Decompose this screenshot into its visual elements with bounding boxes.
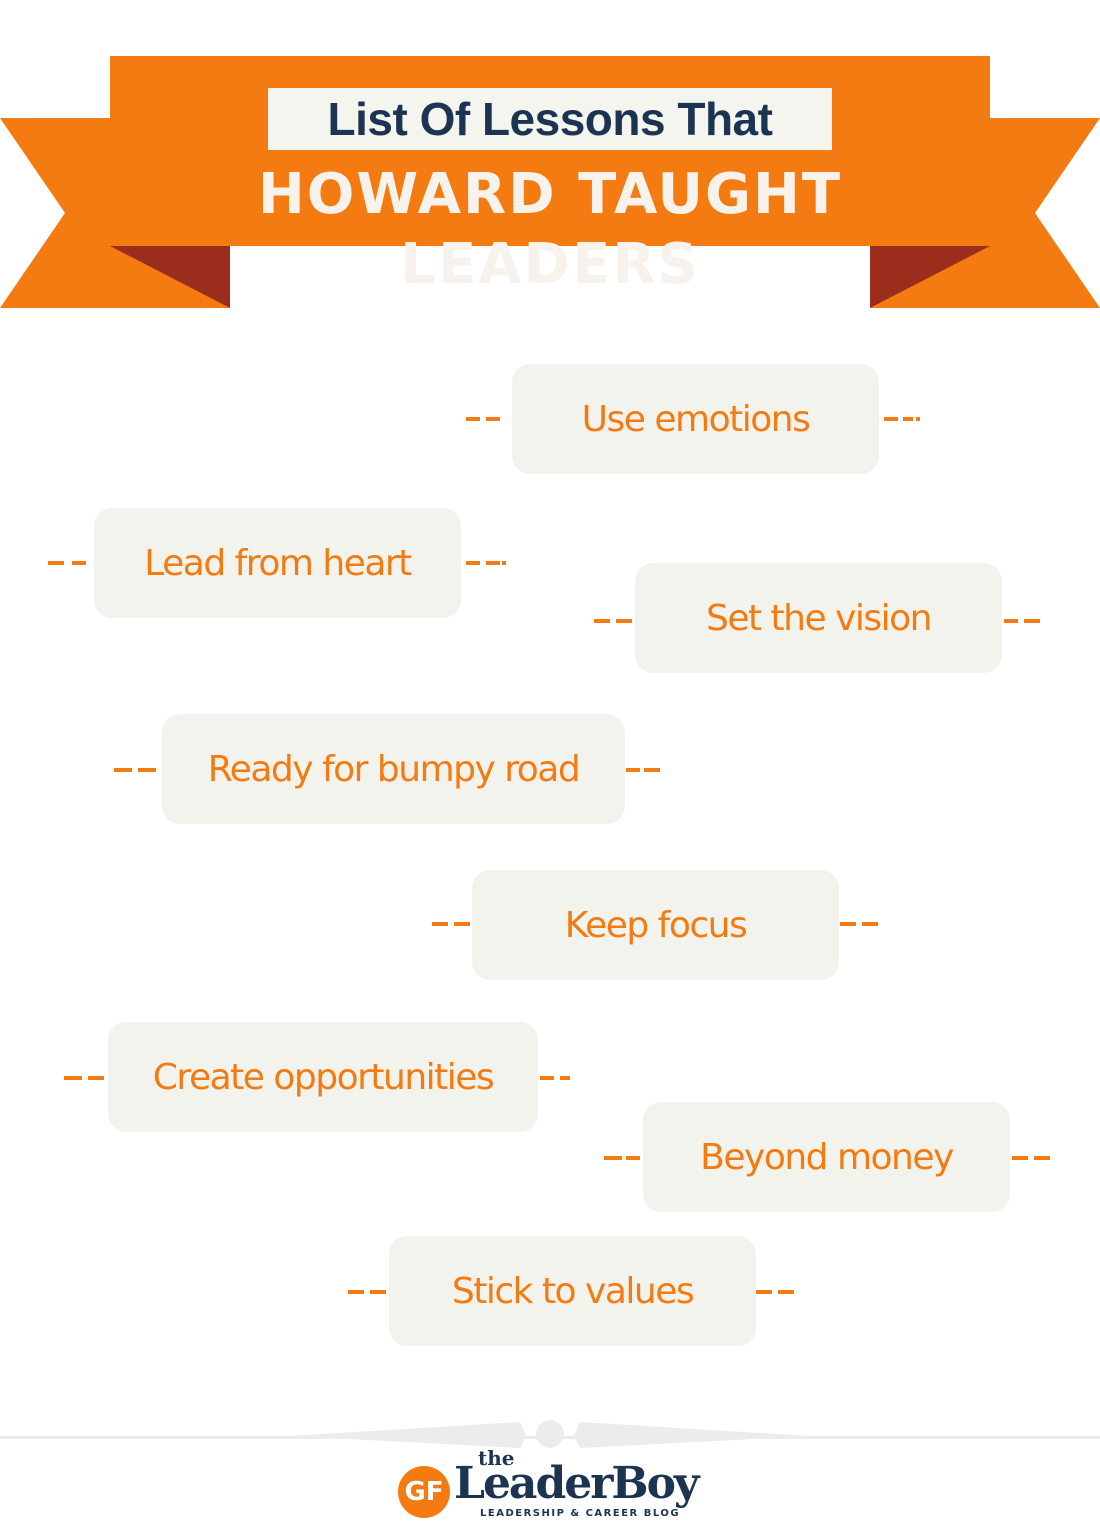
dash-right bbox=[466, 561, 480, 565]
dash-left bbox=[466, 417, 480, 421]
dash-right bbox=[626, 768, 640, 772]
dash-left bbox=[138, 768, 156, 772]
dash-left bbox=[626, 1156, 640, 1160]
page-title-line1: List Of Lessons That bbox=[268, 88, 832, 150]
dash-left bbox=[454, 922, 470, 926]
dash-right bbox=[486, 561, 500, 565]
dash-right bbox=[1034, 1156, 1050, 1160]
dash-right bbox=[502, 561, 506, 565]
dash-left bbox=[88, 1076, 104, 1080]
lesson-card-lead-from-heart: Lead from heart bbox=[94, 508, 461, 618]
dash-right bbox=[1024, 619, 1040, 623]
dash-left bbox=[64, 1076, 82, 1080]
logo-the-text: the bbox=[478, 1446, 515, 1470]
lesson-card-ready-for-bumpy-road: Ready for bumpy road bbox=[162, 714, 625, 824]
dash-right bbox=[644, 768, 660, 772]
footer-ornament bbox=[290, 1420, 810, 1448]
ribbon-banner bbox=[0, 56, 1100, 308]
dash-right bbox=[756, 1290, 772, 1294]
dash-right bbox=[1012, 1156, 1028, 1160]
dash-left bbox=[370, 1290, 386, 1294]
logo-name-text: LeaderBoy bbox=[454, 1458, 699, 1509]
dash-right bbox=[916, 417, 920, 421]
lesson-card-create-opportunities: Create opportunities bbox=[108, 1022, 538, 1132]
dash-left bbox=[486, 417, 500, 421]
dash-left bbox=[114, 768, 132, 772]
dash-left bbox=[432, 922, 448, 926]
leaderboy-logo[interactable]: GF the LeaderBoy LEADERSHIP & CAREER BLO… bbox=[398, 1446, 699, 1526]
dash-right bbox=[862, 922, 878, 926]
dash-right bbox=[540, 1076, 554, 1080]
logo-mark-icon: GF bbox=[398, 1466, 450, 1518]
page-title-line2: HOWARD TAUGHT LEADERS bbox=[257, 162, 843, 297]
lesson-card-set-the-vision: Set the vision bbox=[635, 563, 1002, 673]
dash-right bbox=[778, 1290, 794, 1294]
dash-left bbox=[594, 619, 610, 623]
logo-tagline: LEADERSHIP & CAREER BLOG bbox=[480, 1508, 681, 1519]
dash-left bbox=[48, 561, 64, 565]
lesson-card-use-emotions: Use emotions bbox=[512, 364, 879, 474]
dash-left bbox=[616, 619, 632, 623]
dash-left bbox=[72, 561, 86, 565]
dash-right bbox=[1004, 619, 1018, 623]
lesson-card-stick-to-values: Stick to values bbox=[389, 1236, 756, 1346]
dash-left bbox=[604, 1156, 622, 1160]
dash-right bbox=[884, 417, 898, 421]
dash-left bbox=[348, 1290, 364, 1294]
lesson-card-beyond-money: Beyond money bbox=[643, 1102, 1010, 1212]
dash-right bbox=[903, 417, 913, 421]
dash-right bbox=[560, 1076, 570, 1080]
lesson-card-keep-focus: Keep focus bbox=[472, 870, 839, 980]
dash-right bbox=[840, 922, 856, 926]
